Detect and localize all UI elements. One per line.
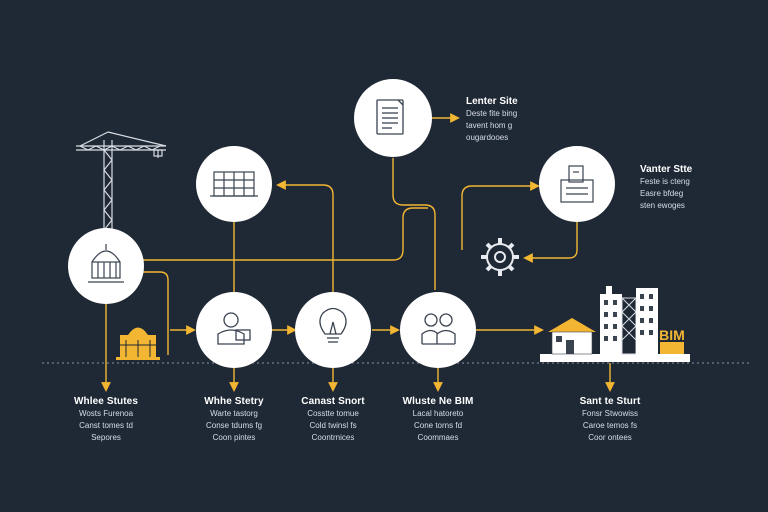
label-document: Lenter Site Deste fite bing tavent hom g… [466, 96, 518, 143]
label-line: Coon pintes [212, 433, 256, 442]
node-blueprint[interactable] [68, 228, 144, 304]
label-line: tavent hom g [466, 121, 513, 130]
label-line: Caroe temos fs [582, 421, 638, 430]
node-idea[interactable] [295, 292, 371, 368]
lightbulb-icon [319, 307, 347, 343]
label-line: Deste fite bing [466, 109, 518, 118]
label-line: sten ewoges [640, 201, 685, 210]
node-drawing-board[interactable] [196, 146, 272, 222]
connectors [101, 113, 615, 392]
label-city: Sant te Sturt Fonsr Stwowiss Caroe temos… [560, 396, 660, 443]
connector-blueprint-right [143, 207, 428, 261]
label-line: Canst tomes td [79, 421, 133, 430]
label-title: Wluste Ne BIM [402, 396, 474, 407]
document-icon [376, 99, 404, 135]
label-line: Sepores [91, 433, 121, 442]
label-line: Fonsr Stwowiss [581, 409, 638, 418]
connector-to-right-node [461, 181, 540, 250]
label-team: Wluste Ne BIM Lacal hatoreto Cone torns … [388, 396, 488, 443]
label-line: Feste is cteng [640, 177, 690, 186]
worker-icon [217, 312, 251, 345]
label-line: Coommaes [417, 433, 459, 442]
building-plan-icon [210, 171, 258, 197]
connector-blueprint-loop [143, 271, 169, 355]
node-worker[interactable] [196, 292, 272, 368]
label-right-drawing: Vanter Stte Feste is cteng Easre bfdeg s… [640, 164, 692, 211]
label-line: Wosts Furenoa [78, 409, 134, 418]
label-line: Cold twinsl fs [309, 421, 357, 430]
label-title: Canast Snort [301, 396, 365, 407]
crane-icon [76, 131, 167, 232]
label-line: Lacal hatoreto [412, 409, 464, 418]
node-document[interactable] [354, 79, 432, 157]
factory-icon [116, 327, 160, 360]
label-idea: Canast Snort Cosstte tomue Cold twinsl f… [283, 396, 383, 443]
label-line: ougardooes [466, 133, 509, 142]
dome-building-icon [88, 244, 124, 283]
connector-to-drawing-board [276, 180, 334, 292]
label-line: Conse tdums fg [205, 421, 263, 430]
label-line: Coor ontees [588, 433, 632, 442]
bim-badge: BIM [659, 327, 685, 343]
label-line: Easre bfdeg [640, 189, 684, 198]
label-worker: Whhe Stetry Warte tastorg Conse tdums fg… [184, 396, 284, 443]
node-team[interactable] [400, 292, 476, 368]
label-line: Coontrnices [311, 433, 355, 442]
connector-document-down [392, 158, 436, 290]
node-right-drawing[interactable] [539, 146, 615, 222]
label-line: Cone torns fd [413, 421, 463, 430]
label-factory: Whlee Stutes Wosts Furenoa Canst tomes t… [56, 396, 156, 443]
label-title: Whlee Stutes [74, 396, 138, 407]
connector-to-gear [523, 222, 578, 263]
label-title: Vanter Stte [640, 164, 693, 175]
label-title: Whhe Stetry [204, 396, 264, 407]
label-line: Warte tastorg [210, 409, 258, 418]
label-title: Lenter Site [466, 96, 518, 107]
team-icon [421, 313, 456, 345]
label-title: Sant te Sturt [579, 396, 641, 407]
city-icon [540, 286, 690, 362]
drawing-board-icon [560, 165, 594, 203]
label-line: Cosstte tomue [307, 409, 359, 418]
gear-icon [481, 238, 519, 276]
